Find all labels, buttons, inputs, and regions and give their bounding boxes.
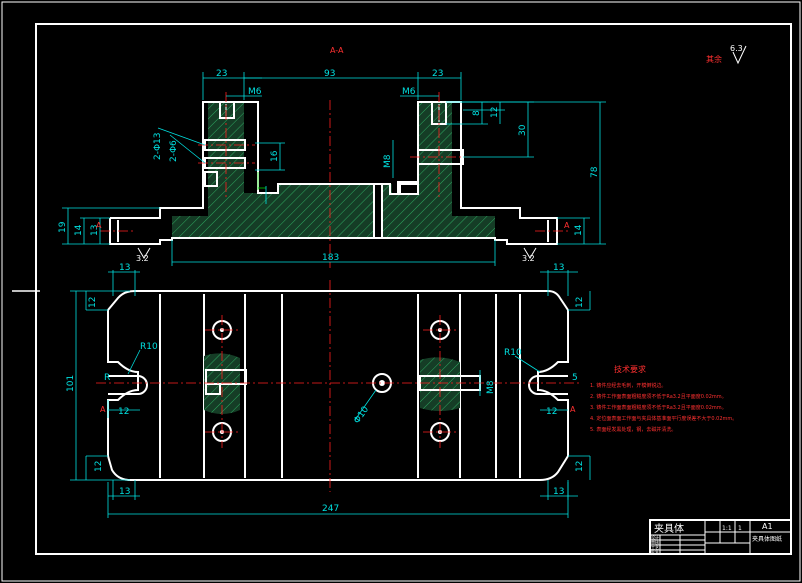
section-hatch-right (382, 102, 495, 238)
plan-outline (107, 290, 569, 481)
tech-item-3: 3. 铸件工作面表面粗糙度须不低于Ra3.2且平面度0.02mm。 (590, 404, 727, 411)
dim-23-left: 23 (216, 69, 227, 79)
dim-2-phi6: 2-Φ6 (169, 140, 179, 162)
section-label: A-A (330, 46, 344, 55)
tech-item-1: 1. 铸件应经去毛刺，开模倒锐边。 (590, 382, 666, 389)
section-hatch-left (172, 102, 374, 238)
tech-item-4: 4. 定位面表面工作面与夹具体基准面平行度误差不大于0.02mm。 (590, 415, 737, 422)
dim-14-left: 14 (74, 224, 84, 236)
dim-2-phi13: 2-Φ13 (153, 132, 163, 160)
dim-phi10: Φ10 (352, 405, 371, 426)
slot-right (528, 375, 568, 395)
dim-12-l2: 12 (94, 461, 104, 472)
title-row-1: 设计 (651, 534, 659, 540)
side-hole-3 (204, 171, 218, 187)
dim-13-left: 13 (90, 225, 100, 236)
section-mark-right: A (564, 221, 570, 230)
dim-14-right: 14 (574, 224, 584, 236)
local-section-right (420, 357, 460, 411)
dim-12-l1: 12 (88, 297, 98, 308)
title-block-scale: 1:1 (722, 525, 732, 532)
dim-13-tr: 13 (553, 263, 564, 273)
dim-m6-left: M6 (248, 87, 262, 97)
plan-ribs (159, 294, 521, 478)
dim-78: 78 (590, 166, 600, 178)
plan-view: 13 13 101 12 12 12 12 12 12 13 13 (66, 263, 591, 518)
dim-16: 16 (270, 150, 280, 162)
section-mark-left: A (96, 221, 102, 230)
inner-frame (35, 23, 792, 555)
dim-r10-right: R10 (504, 348, 522, 358)
dim-12-r2: 12 (575, 461, 585, 472)
dim-13-br: 13 (553, 487, 564, 497)
dim-30: 30 (518, 124, 528, 136)
thread-slot-left (219, 101, 235, 119)
slot-left (108, 375, 148, 395)
dim-12-r1: 12 (575, 297, 585, 308)
section-mark-plan-right: A (570, 405, 576, 414)
title-block-name: 夹具体 (654, 522, 684, 535)
tech-requirements: 技术要求 1. 铸件应经去毛刺，开模倒锐边。 2. 铸件工作面表面粗糙度须不低于… (590, 364, 737, 433)
dim-93: 93 (324, 69, 335, 79)
dim-m8-plan: M8 (486, 380, 496, 394)
title-block-sheet: A1 (762, 522, 773, 531)
dim-r: R (104, 373, 110, 383)
dim-r10-left: R10 (140, 342, 158, 352)
dim-m8-front: M8 (383, 154, 393, 168)
dim-23-right: 23 (432, 69, 443, 79)
dim-12-r3: 12 (546, 407, 557, 417)
dim-13-bl: 13 (119, 487, 130, 497)
dim-5: 5 (572, 373, 578, 383)
title-block-subtitle: 夹具体图纸 (752, 535, 782, 543)
dim-101: 101 (66, 375, 76, 392)
title-block: 夹具体 A1 夹具体图纸 1:1 1 设计 审核 工艺 批准 (649, 519, 792, 555)
roughness-left: 3.2 (136, 254, 149, 263)
dim-19: 19 (58, 221, 68, 233)
tech-item-2: 2. 铸件工作面表面粗糙度须不低于Ra3.2且平面度0.02mm。 (590, 393, 727, 400)
title-row-2: 审核 (651, 539, 659, 545)
dim-247: 247 (322, 504, 339, 514)
title-row-4: 批准 (651, 549, 659, 555)
dim-13-tl: 13 (119, 263, 130, 273)
section-mark-plan-left: A (100, 405, 106, 414)
dim-m6-right: M6 (402, 87, 416, 97)
title-block-count: 1 (738, 525, 742, 532)
roughness-right: 3.2 (522, 254, 535, 263)
roughness-note: 其余 (706, 54, 722, 64)
tech-item-5: 5. 表面经发黑处理，钢，去磁并清洗。 (590, 426, 676, 433)
dim-12-l3: 12 (118, 407, 129, 417)
dim-8: 8 (472, 110, 482, 116)
dim-183: 183 (322, 253, 339, 263)
tech-title: 技术要求 (614, 364, 646, 374)
section-view: A-A (58, 46, 606, 268)
dim-12: 12 (490, 107, 500, 118)
roughness-value: 6.3 (730, 44, 743, 53)
title-row-3: 工艺 (651, 545, 659, 550)
